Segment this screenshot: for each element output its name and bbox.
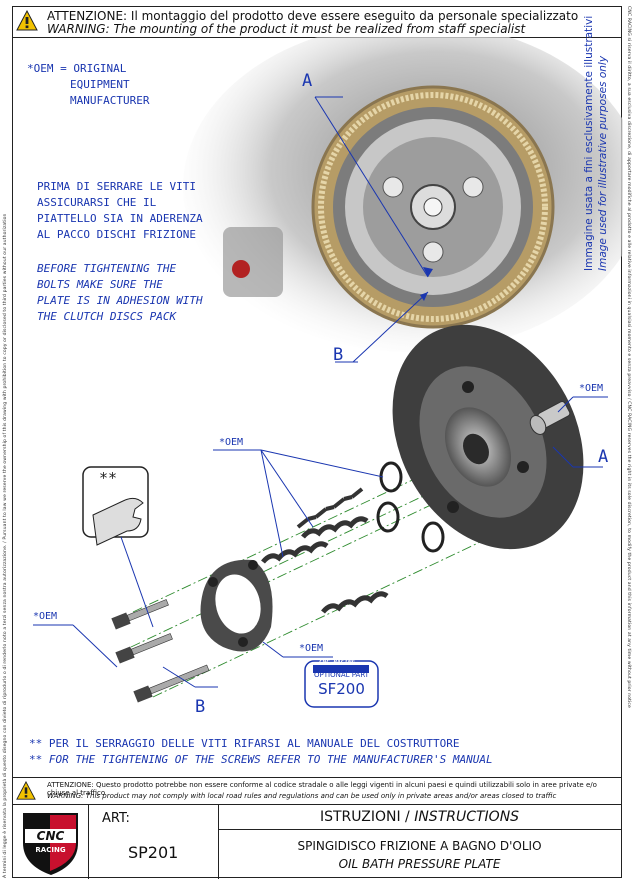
instruction-en-2: BOLTS MAKE SURE THE bbox=[37, 278, 163, 291]
description-english: OIL BATH PRESSURE PLATE bbox=[338, 857, 501, 871]
bolts bbox=[111, 599, 210, 703]
legal-side-note-left: A termini di legge è riservata la propri… bbox=[3, 213, 8, 879]
instruction-en-3: PLATE IS IN ADHESION WITH bbox=[37, 294, 203, 307]
svg-text:CNC: CNC bbox=[37, 829, 65, 843]
article-code: SP201 bbox=[128, 843, 179, 862]
header-warning-italian: ATTENZIONE: Il montaggio del prodotto de… bbox=[47, 9, 579, 23]
label-oem-springs: *OEM bbox=[219, 437, 244, 448]
optional-part-code: SF200 bbox=[318, 680, 365, 698]
legal-side-note-right: CNC RACING si riserva il diritto, a sua … bbox=[626, 6, 631, 708]
footer-warning: ATTENZIONE: Questo prodotto potrebbe non… bbox=[13, 777, 621, 805]
svg-text:RACING: RACING bbox=[35, 846, 65, 854]
footer-warning-english: WARNING: This product may not comply wit… bbox=[47, 792, 557, 800]
label-b-photo: B bbox=[333, 345, 344, 365]
label-oem-pin: *OEM bbox=[579, 383, 604, 394]
instruction-it-1: PRIMA DI SERRARE LE VITI bbox=[37, 180, 196, 193]
oem-definition-line1: *OEM = ORIGINAL bbox=[27, 62, 127, 75]
cnc-racing-logo: CNC RACING bbox=[13, 805, 89, 879]
bottom-note-italian: ** PER IL SERRAGGIO DELLE VITI RIFARSI A… bbox=[29, 737, 460, 750]
title-block: CNC RACING ART: SP201 ISTRUZIONI / INSTR… bbox=[13, 805, 621, 879]
sf200-plate bbox=[200, 559, 273, 652]
photo-caption-english: Image used for illustrative purposes onl… bbox=[597, 55, 609, 271]
optional-part-badge bbox=[304, 660, 379, 708]
wrench-tool-icon bbox=[82, 466, 154, 628]
footer-warning-italian: ATTENZIONE: Questo prodotto potrebbe non… bbox=[47, 781, 597, 797]
optional-part-caption: OPTIONAL PART bbox=[314, 671, 369, 679]
instructions-box: ISTRUZIONI / INSTRUCTIONS SPINGIDISCO FR… bbox=[218, 805, 621, 879]
instructions-heading: ISTRUZIONI / INSTRUCTIONS bbox=[218, 805, 621, 830]
instruction-en-1: BEFORE TIGHTENING THE bbox=[37, 262, 177, 275]
heading-english: INSTRUCTIONS bbox=[414, 809, 520, 825]
instruction-en-4: THE CLUTCH DISCS PACK bbox=[37, 310, 177, 323]
cnc-racing-logo-icon: CNC RACING bbox=[23, 813, 78, 875]
label-oem-plate: *OEM bbox=[299, 643, 324, 654]
hand-warning-icon bbox=[16, 781, 36, 800]
hand-warning-icon bbox=[16, 10, 38, 31]
article-label: ART: bbox=[102, 811, 130, 826]
label-a-diagram: A bbox=[598, 447, 609, 467]
bottom-note-english: ** FOR THE TIGHTENING OF THE SCREWS REFE… bbox=[29, 753, 493, 766]
drawing-frame: ATTENZIONE: Il montaggio del prodotto de… bbox=[12, 6, 623, 879]
label-tool: ** bbox=[99, 469, 118, 487]
heading-italian: ISTRUZIONI / bbox=[319, 809, 410, 825]
oem-definition-line2: EQUIPMENT bbox=[70, 78, 130, 91]
label-b-diagram: B bbox=[195, 697, 206, 717]
pressure-plate bbox=[392, 324, 584, 550]
header-warning-english: WARNING: The mounting of the product it … bbox=[47, 22, 526, 36]
instruction-it-4: AL PACCO DISCHI FRIZIONE bbox=[37, 228, 196, 241]
photo-caption-italian: Immagine usata a fini esclusivamente ill… bbox=[583, 15, 595, 271]
springs bbox=[261, 487, 389, 614]
instruction-it-2: ASSICURARSI CHE IL bbox=[37, 196, 157, 209]
exploded-view-diagram bbox=[33, 37, 623, 708]
header-warning: ATTENZIONE: Il montaggio del prodotto de… bbox=[13, 7, 621, 38]
oem-definition-line3: MANUFACTURER bbox=[70, 94, 150, 107]
description-italian: SPINGIDISCO FRIZIONE A BAGNO D'OLIO bbox=[297, 839, 542, 853]
label-oem-bolts: *OEM bbox=[33, 611, 58, 622]
article-box: ART: SP201 bbox=[88, 805, 219, 879]
instruction-it-3: PIATTELLO SIA IN ADERENZA bbox=[37, 212, 203, 225]
clutch-photo bbox=[183, 37, 623, 352]
label-a-photo: A bbox=[302, 71, 313, 91]
optional-part-brand: CNC RACING bbox=[318, 659, 356, 666]
